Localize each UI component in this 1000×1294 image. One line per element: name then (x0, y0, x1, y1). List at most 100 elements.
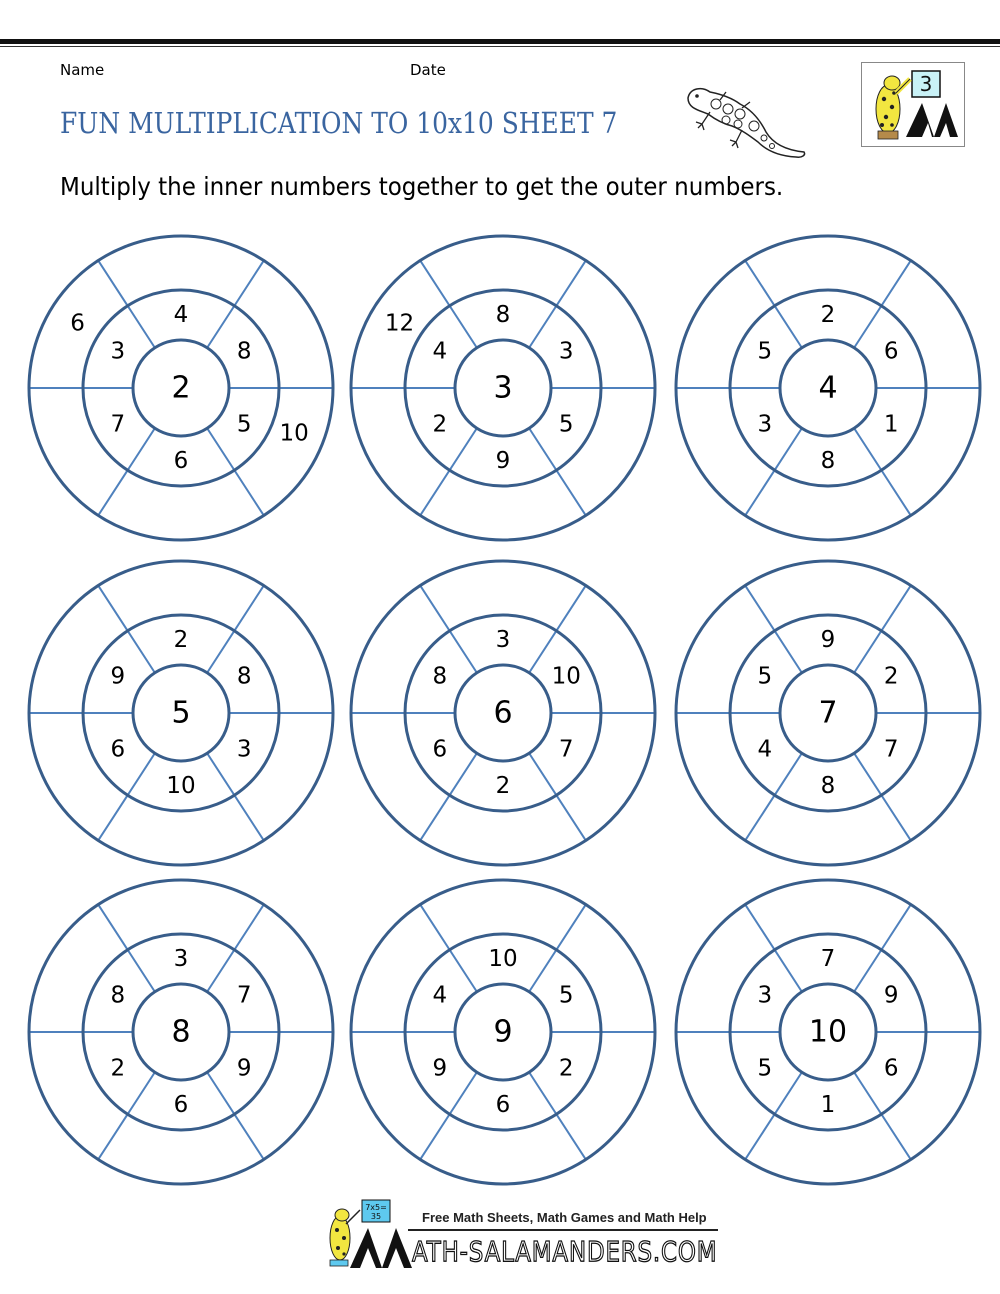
wheel-spoke (206, 584, 265, 674)
middle-ring (81, 932, 281, 1132)
outer-answer[interactable]: 12 (385, 310, 414, 336)
middle-ring (403, 288, 603, 488)
inner-number: 8 (237, 339, 252, 365)
inner-number: 5 (757, 1056, 772, 1082)
inner-number: 2 (559, 1056, 574, 1082)
inner-number: 7 (110, 412, 125, 438)
inner-number: 3 (559, 339, 574, 365)
inner-number: 6 (110, 737, 125, 763)
middle-ring (728, 613, 928, 813)
wheel-spoke (744, 259, 803, 349)
wheel-spoke (97, 752, 156, 842)
middle-ring (81, 288, 281, 488)
svg-text:35: 35 (371, 1212, 381, 1221)
center-number: 9 (493, 1015, 512, 1050)
wheel-spoke (419, 584, 478, 674)
footer-divider (408, 1229, 718, 1231)
wheel-spoke (744, 427, 803, 517)
wheel-spoke (744, 903, 803, 993)
outer-ring (674, 878, 982, 1186)
inner-number: 9 (110, 664, 125, 690)
wheel-spoke (528, 584, 587, 674)
wheel-spoke (528, 259, 587, 349)
wheel-spoke (97, 1071, 156, 1161)
inner-number: 4 (432, 983, 447, 1009)
wheel-spoke (419, 752, 478, 842)
outer-answer[interactable]: 6 (70, 310, 85, 336)
grade-3-badge: 3 (861, 62, 965, 147)
inner-number: 7 (821, 946, 836, 972)
inner-number: 8 (237, 664, 252, 690)
wheel-spoke (853, 1071, 912, 1161)
inner-number: 8 (821, 448, 836, 474)
inner-number: 10 (552, 664, 581, 690)
center-circle (131, 982, 231, 1082)
inner-number: 4 (432, 339, 447, 365)
outer-ring (674, 559, 982, 867)
inner-number: 4 (757, 737, 772, 763)
footer-site-name: ATH-SALAMANDERS.COM (411, 1234, 718, 1268)
center-circle (453, 663, 553, 763)
inner-number: 3 (237, 737, 252, 763)
outer-ring (27, 234, 335, 542)
inner-number: 6 (174, 448, 189, 474)
middle-ring (403, 613, 603, 813)
center-circle (131, 663, 231, 763)
center-number: 7 (818, 696, 837, 731)
wheel-spoke (419, 1071, 478, 1161)
middle-ring (728, 288, 928, 488)
center-circle (778, 663, 878, 763)
inner-number: 9 (884, 983, 899, 1009)
inner-number: 10 (166, 773, 195, 799)
wheel-spoke (206, 1071, 265, 1161)
inner-number: 6 (174, 1092, 189, 1118)
wheel-spoke (206, 903, 265, 993)
center-number: 5 (171, 696, 190, 731)
wheel-spoke (853, 752, 912, 842)
center-number: 3 (493, 371, 512, 406)
date-label: Date (410, 61, 446, 79)
top-rule-thick (0, 39, 1000, 44)
name-label: Name (60, 61, 105, 79)
inner-number: 3 (110, 339, 125, 365)
inner-number: 6 (884, 1056, 899, 1082)
outer-ring (349, 234, 657, 542)
wheel-spoke (528, 1071, 587, 1161)
inner-number: 1 (884, 412, 899, 438)
inner-number: 9 (496, 448, 511, 474)
inner-number: 8 (496, 302, 511, 328)
inner-number: 9 (821, 627, 836, 653)
wheel-spoke (206, 259, 265, 349)
center-number: 6 (493, 696, 512, 731)
inner-number: 5 (559, 983, 574, 1009)
wheel-spoke (419, 903, 478, 993)
inner-number: 2 (821, 302, 836, 328)
wheel-spoke (853, 427, 912, 517)
inner-number: 4 (174, 302, 189, 328)
inner-number: 1 (821, 1092, 836, 1118)
inner-number: 2 (432, 412, 447, 438)
wheel-spoke (97, 427, 156, 517)
middle-ring (728, 932, 928, 1132)
outer-ring (349, 559, 657, 867)
inner-number: 2 (884, 664, 899, 690)
center-number: 8 (171, 1015, 190, 1050)
wheel-spoke (97, 903, 156, 993)
salamander-icon (687, 87, 806, 158)
inner-number: 5 (237, 412, 252, 438)
outer-answer[interactable]: 10 (279, 421, 308, 447)
center-circle (778, 982, 878, 1082)
inner-number: 3 (174, 946, 189, 972)
inner-number: 5 (757, 339, 772, 365)
top-rule-thin (0, 46, 1000, 47)
center-number: 4 (818, 371, 837, 406)
wheel-spoke (528, 903, 587, 993)
wheel-spoke (206, 752, 265, 842)
inner-number: 7 (237, 983, 252, 1009)
footer-logo: 7x5= 35 Free Math Sheets, Math Games and… (320, 1198, 720, 1273)
worksheet-title: FUN MULTIPLICATION TO 10x10 SHEET 7 (60, 106, 618, 140)
